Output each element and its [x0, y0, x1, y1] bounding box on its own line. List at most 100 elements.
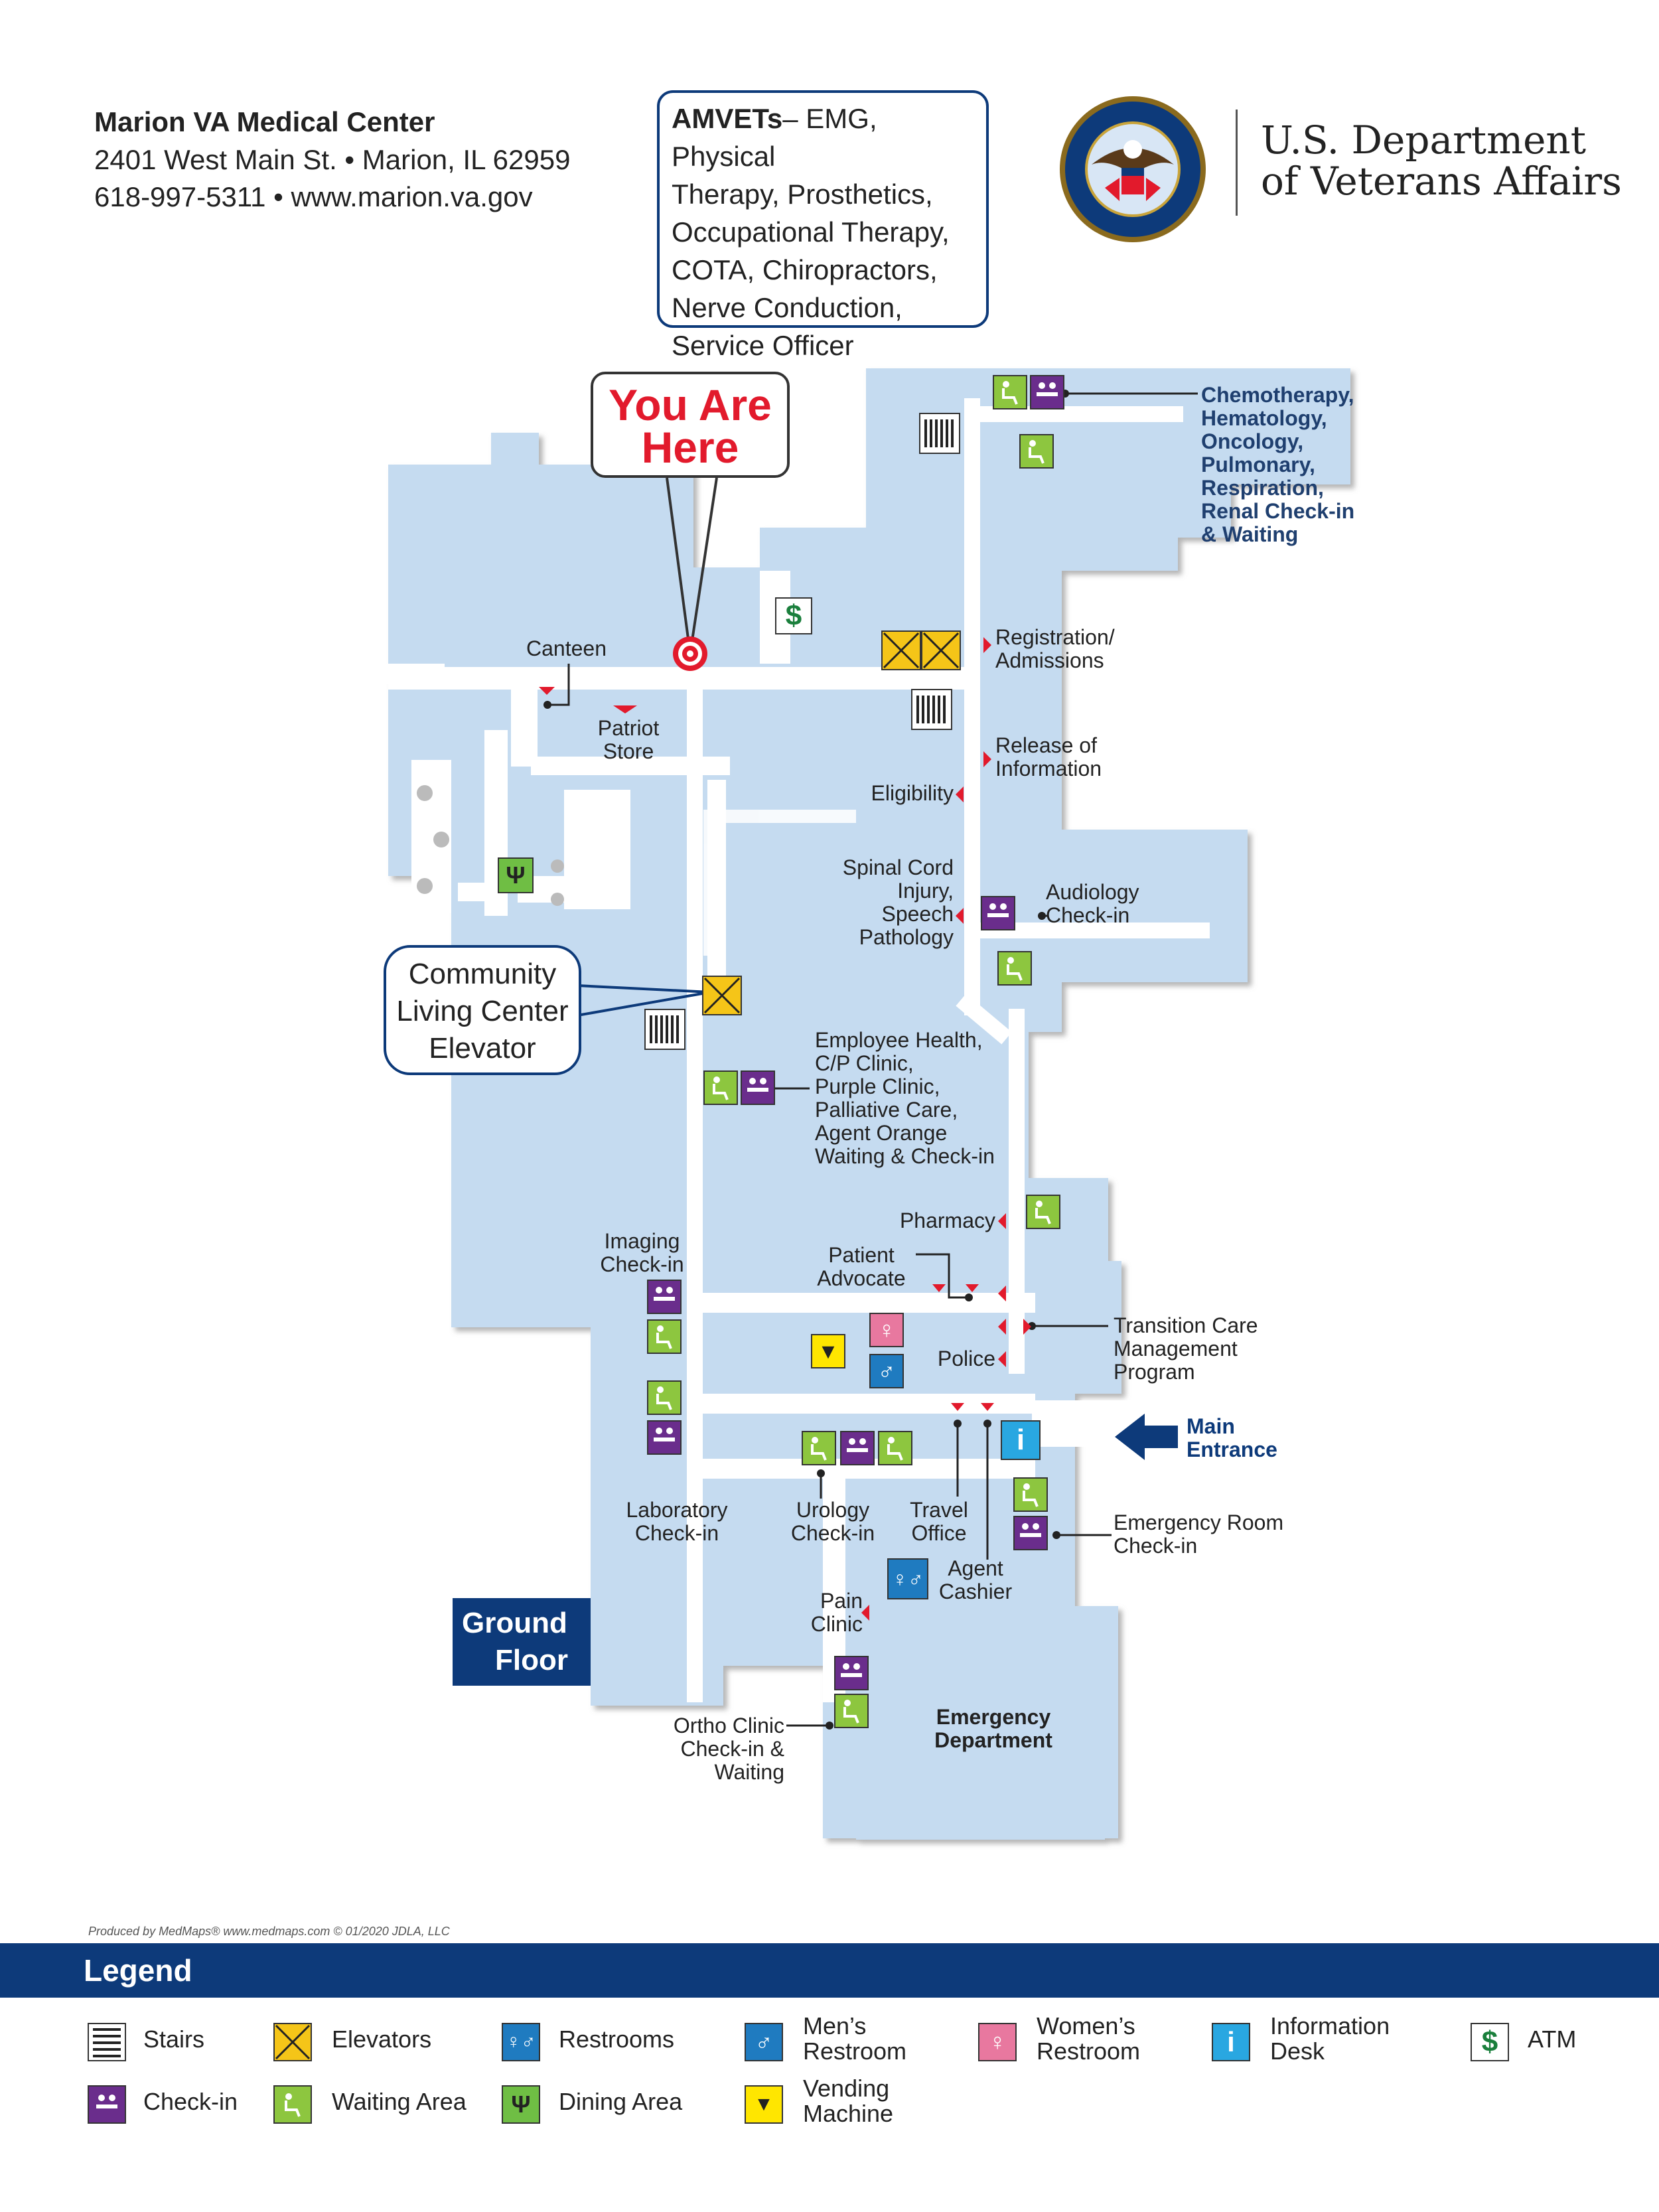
- check-in-icon: [741, 1070, 775, 1105]
- label-emergency-department: Emergency Department: [910, 1706, 1076, 1752]
- label-main-entrance: Main Entrance: [1187, 1415, 1277, 1461]
- mens-restroom-icon: ♂: [745, 2023, 783, 2061]
- label-laboratory: Laboratory Check-in: [614, 1499, 740, 1545]
- restroom-icon: ♀♂: [502, 2023, 540, 2061]
- legend-title: Legend: [84, 1953, 192, 1988]
- dining-area-icon: Ψ: [498, 857, 534, 893]
- facility-contact: 618-997-5311 • www.marion.va.gov: [94, 181, 533, 212]
- information-desk-icon: i: [1212, 2023, 1250, 2061]
- check-in-icon: [88, 2085, 126, 2124]
- legend-line: Restroom: [803, 2037, 907, 2065]
- label-line: Registration/: [995, 625, 1115, 649]
- label-line: Emergency Room: [1114, 1511, 1284, 1534]
- agency-divider: [1236, 110, 1238, 216]
- label-line: Entrance: [1187, 1438, 1277, 1461]
- label-line: Check-in: [634, 1521, 719, 1545]
- check-in-icon: [647, 1280, 682, 1314]
- label-line: Check-in: [1114, 1534, 1198, 1558]
- label-patriot-store: Patriot Store: [585, 717, 672, 763]
- elevator-icon: [881, 630, 921, 670]
- label-police: Police: [937, 1347, 995, 1370]
- restroom-icon: ♀♂: [887, 1558, 928, 1599]
- label-line: Respiration,: [1201, 476, 1324, 500]
- label-line: Injury,: [897, 879, 954, 903]
- label-ortho-clinic: Ortho Clinic Check-in & Waiting: [637, 1714, 784, 1784]
- amvets-title: AMVETs: [672, 103, 783, 134]
- legend-line: Machine: [803, 2100, 894, 2127]
- label-line: Pain: [820, 1589, 863, 1613]
- waiting-area-icon: [802, 1431, 836, 1465]
- you-are-here-callout: You Are Here: [591, 372, 790, 478]
- label-canteen: Canteen: [526, 636, 607, 660]
- elevator-icon: [702, 976, 742, 1015]
- label-line: Waiting: [714, 1760, 784, 1784]
- atm-icon: $: [1471, 2023, 1509, 2061]
- label-line: Renal Check-in: [1201, 499, 1355, 523]
- waiting-area-icon: [647, 1380, 682, 1415]
- legend-header: Legend: [0, 1943, 1659, 1998]
- amvets-line: Nerve Conduction,: [672, 292, 902, 323]
- legend-label-dining: Dining Area: [559, 2088, 683, 2115]
- label-travel-office: Travel Office: [902, 1499, 975, 1545]
- legend-line: Vending: [803, 2075, 890, 2102]
- label-line: Ortho Clinic: [673, 1714, 784, 1737]
- legend-label-womens: Women’s Restroom: [1037, 2014, 1140, 2064]
- label-line: Check-in: [790, 1521, 875, 1545]
- agency-line: U.S. Department: [1261, 117, 1587, 163]
- amvets-box: AMVETs– EMG, Physical Therapy, Prostheti…: [657, 90, 989, 361]
- label-line: C/P Clinic,: [815, 1051, 914, 1075]
- label-line: Emergency: [936, 1705, 1051, 1729]
- you-are-here-line: Here: [641, 423, 739, 472]
- amvets-line: Therapy, Prosthetics,: [672, 179, 933, 210]
- label-line: Agent Orange: [815, 1121, 948, 1145]
- womens-restroom-icon: ♀: [978, 2023, 1017, 2061]
- corridors: [385, 398, 1210, 1702]
- label-emergency-room: Emergency Room Check-in: [1114, 1511, 1283, 1558]
- information-desk-icon: i: [1001, 1420, 1041, 1460]
- label-line: Laboratory: [626, 1498, 728, 1522]
- label-line: Hematology,: [1201, 406, 1327, 430]
- label-pharmacy: Pharmacy: [899, 1209, 995, 1232]
- label-pain-clinic: Pain Clinic: [783, 1589, 863, 1636]
- check-in-icon: [834, 1656, 869, 1690]
- label-line: Transition Care: [1114, 1313, 1258, 1337]
- label-line: Program: [1114, 1360, 1195, 1384]
- entrance-markers: [539, 637, 1031, 1621]
- mens-restroom-icon: ♂: [869, 1354, 904, 1388]
- vending-machine-icon: ▼: [745, 2085, 783, 2124]
- amvets-line: – EMG, Physical: [672, 103, 877, 172]
- main-entrance-arrow-icon: [1115, 1414, 1178, 1460]
- label-line: Audiology: [1046, 880, 1139, 904]
- legend-label-atm: ATM: [1528, 2026, 1577, 2053]
- waiting-area-icon: [997, 951, 1032, 986]
- label-line: Spinal Cord: [842, 855, 954, 879]
- stairs-icon: [88, 2023, 126, 2061]
- label-line: & Waiting: [1201, 522, 1299, 546]
- legend-line: Information: [1270, 2012, 1390, 2039]
- legend-label-information: Information Desk: [1270, 2014, 1390, 2064]
- elevator-icon: [921, 630, 961, 670]
- label-line: Oncology,: [1201, 429, 1304, 453]
- label-line: Store: [603, 739, 654, 763]
- waiting-area-icon: [1026, 1195, 1060, 1229]
- label-line: Admissions: [995, 648, 1104, 672]
- floor-plan: [385, 368, 1350, 1840]
- label-line: Department: [934, 1728, 1052, 1752]
- label-line: Imaging: [604, 1229, 680, 1253]
- label-line: Agent: [948, 1556, 1003, 1580]
- stairs-icon: [919, 413, 960, 454]
- callout-line: Living Center: [396, 995, 569, 1027]
- amvets-line: COTA, Chiropractors,: [672, 254, 938, 285]
- waiting-area-icon: [993, 375, 1027, 409]
- agency-line: of Veterans Affairs: [1261, 159, 1622, 204]
- waiting-area-icon: [273, 2085, 312, 2124]
- label-imaging: Imaging Check-in: [591, 1230, 693, 1276]
- label-line: Urology: [796, 1498, 870, 1522]
- community-elevator-callout: Community Living Center Elevator: [384, 945, 581, 1075]
- check-in-icon: [981, 896, 1015, 930]
- waiting-area-icon: [647, 1319, 682, 1354]
- label-line: Check-in: [600, 1252, 684, 1276]
- vending-machine-icon: ▼: [811, 1334, 845, 1368]
- label-patient-advocate: Patient Advocate: [808, 1244, 914, 1290]
- floor-badge: Ground Floor: [453, 1598, 591, 1686]
